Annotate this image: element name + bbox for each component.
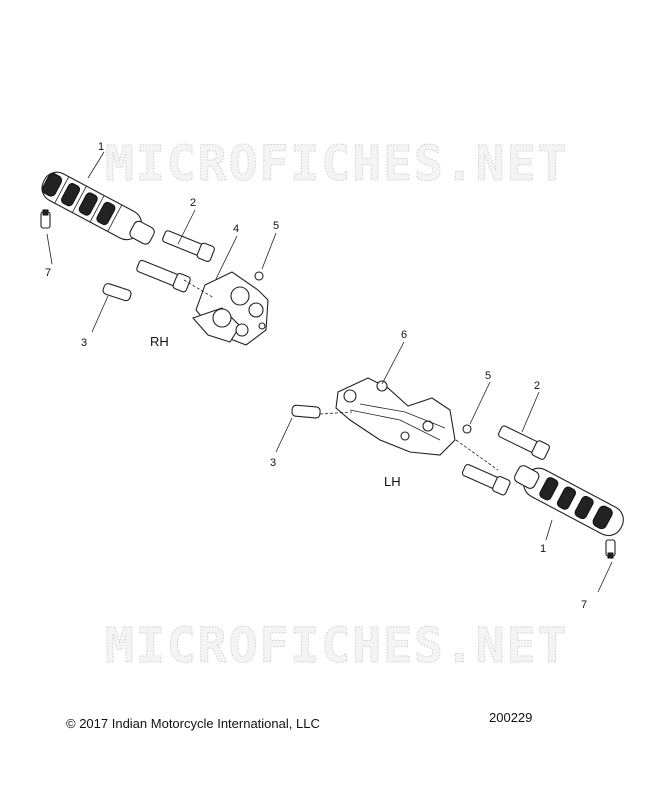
label-lh: LH <box>384 474 401 489</box>
callout-lh-7: 7 <box>581 599 587 611</box>
rh-footpeg <box>41 171 155 245</box>
callout-rh-4: 4 <box>233 223 239 235</box>
lh-bolt-upper <box>498 425 551 460</box>
watermark-bottom: MICROFICHES.NET <box>105 618 568 674</box>
rh-bolt-lower <box>136 259 191 293</box>
callout-lh-6: 6 <box>401 329 407 341</box>
lh-o-ring <box>462 424 472 434</box>
callout-lh-5: 5 <box>485 370 491 382</box>
callout-lh-2: 2 <box>534 380 540 392</box>
callout-rh-3: 3 <box>81 337 87 349</box>
lh-footpeg <box>514 465 624 537</box>
figure-number: 200229 <box>489 710 533 725</box>
callout-lh-1: 1 <box>540 543 546 555</box>
lh-pin <box>291 404 321 419</box>
copyright-notice: © 2017 Indian Motorcycle International, … <box>66 716 320 731</box>
rh-pin <box>102 283 132 302</box>
lh-mount-bracket <box>335 377 456 456</box>
callout-rh-1: 1 <box>98 141 104 153</box>
callout-lh-3: 3 <box>270 457 276 469</box>
rh-grease-fitting <box>40 209 51 229</box>
rh-o-ring <box>254 271 264 281</box>
rh-mount-bracket <box>192 271 269 346</box>
label-rh: RH <box>150 334 169 349</box>
watermark-top: MICROFICHES.NET <box>105 136 568 192</box>
callout-rh-2: 2 <box>190 197 196 209</box>
lh-bolt-lower <box>461 463 511 496</box>
lh-footpeg-assembly: 6 5 2 3 1 7 LH <box>270 329 624 611</box>
rh-bolt-upper <box>162 230 215 262</box>
lh-grease-fitting <box>605 539 616 559</box>
callout-rh-5: 5 <box>273 220 279 232</box>
callout-rh-7: 7 <box>45 267 51 279</box>
rh-footpeg-assembly: 1 2 4 5 7 3 RH <box>40 141 279 349</box>
